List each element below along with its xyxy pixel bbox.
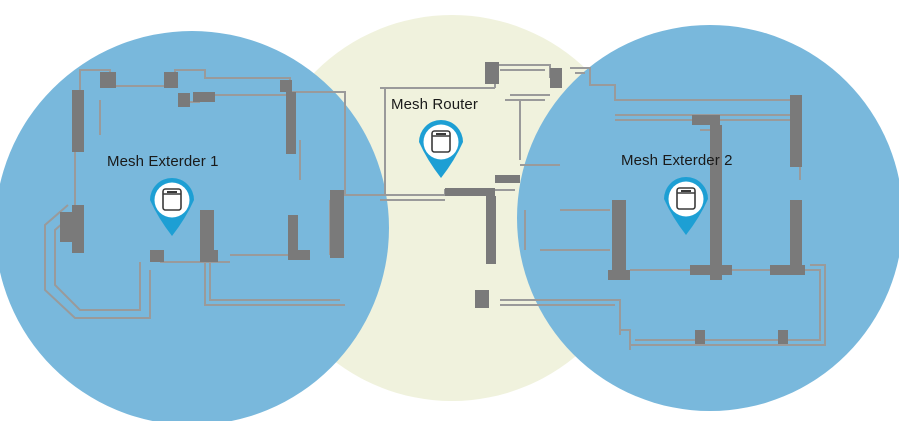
router-device-icon: [162, 188, 182, 211]
coverage-zones: [0, 15, 899, 421]
location-pin-icon: [664, 177, 708, 235]
mesh-extender-1-label: Mesh Exterder 1: [107, 153, 219, 170]
floor-plan-thick-walls: [60, 62, 805, 344]
mesh-router-label: Mesh Router: [391, 96, 478, 113]
location-pin-icon: [419, 120, 463, 178]
location-pin-icon: [150, 178, 194, 236]
mesh-extender-2-label: Mesh Exterder 2: [621, 152, 733, 169]
extender-2-coverage-circle: [517, 25, 899, 411]
router-device-icon: [431, 130, 451, 153]
router-device-icon: [676, 187, 696, 210]
